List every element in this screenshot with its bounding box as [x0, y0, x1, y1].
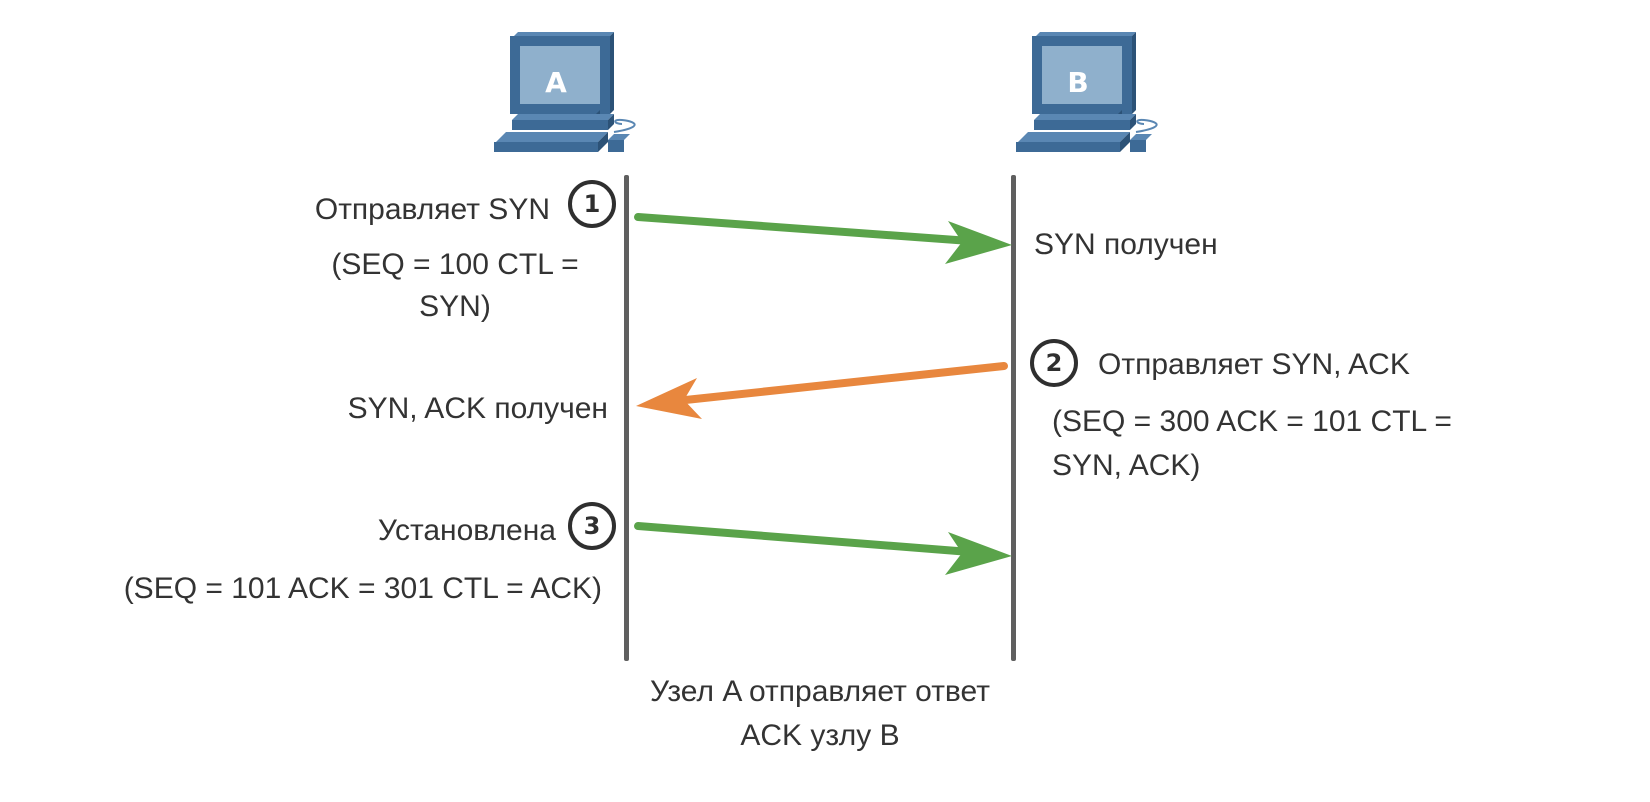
- caption-line1: Узел A отправляет ответ: [650, 675, 990, 708]
- host-a-label: A: [545, 66, 567, 99]
- step1-detail-line1: (SEQ = 100 CTL =: [331, 248, 579, 281]
- computer-icon: [494, 32, 636, 152]
- caption-line2: ACK узлу B: [740, 719, 900, 752]
- timeline-host-b: [1011, 175, 1016, 661]
- syn-received-text: SYN получен: [1034, 228, 1218, 261]
- step2-badge: 2: [1030, 339, 1078, 387]
- step3-detail: (SEQ = 101 ACK = 301 CTL = ACK): [123, 572, 602, 605]
- computer-icon: [1016, 32, 1158, 152]
- host-a: A: [490, 32, 650, 162]
- syn-ack-received-text: SYN, ACK получен: [347, 392, 608, 425]
- step2-action-text: Отправляет SYN, ACK: [1098, 348, 1410, 381]
- step3-badge: 3: [568, 502, 616, 550]
- syn-arrow: [634, 213, 1012, 264]
- step2-detail-line2: SYN, ACK): [1052, 449, 1201, 482]
- step1-detail-line2: SYN): [419, 290, 491, 323]
- ack-arrow: [634, 522, 1012, 575]
- syn-ack-arrow: [636, 362, 1008, 419]
- step2-detail-line1: (SEQ = 300 ACK = 101 CTL =: [1052, 405, 1452, 438]
- step1-action-text: Отправляет SYN: [314, 193, 550, 226]
- host-b-label: B: [1067, 66, 1089, 99]
- host-b: B: [1012, 32, 1172, 162]
- step1-badge: 1: [568, 180, 616, 228]
- timeline-host-a: [624, 175, 629, 661]
- step3-action-text: Установлена: [377, 514, 556, 547]
